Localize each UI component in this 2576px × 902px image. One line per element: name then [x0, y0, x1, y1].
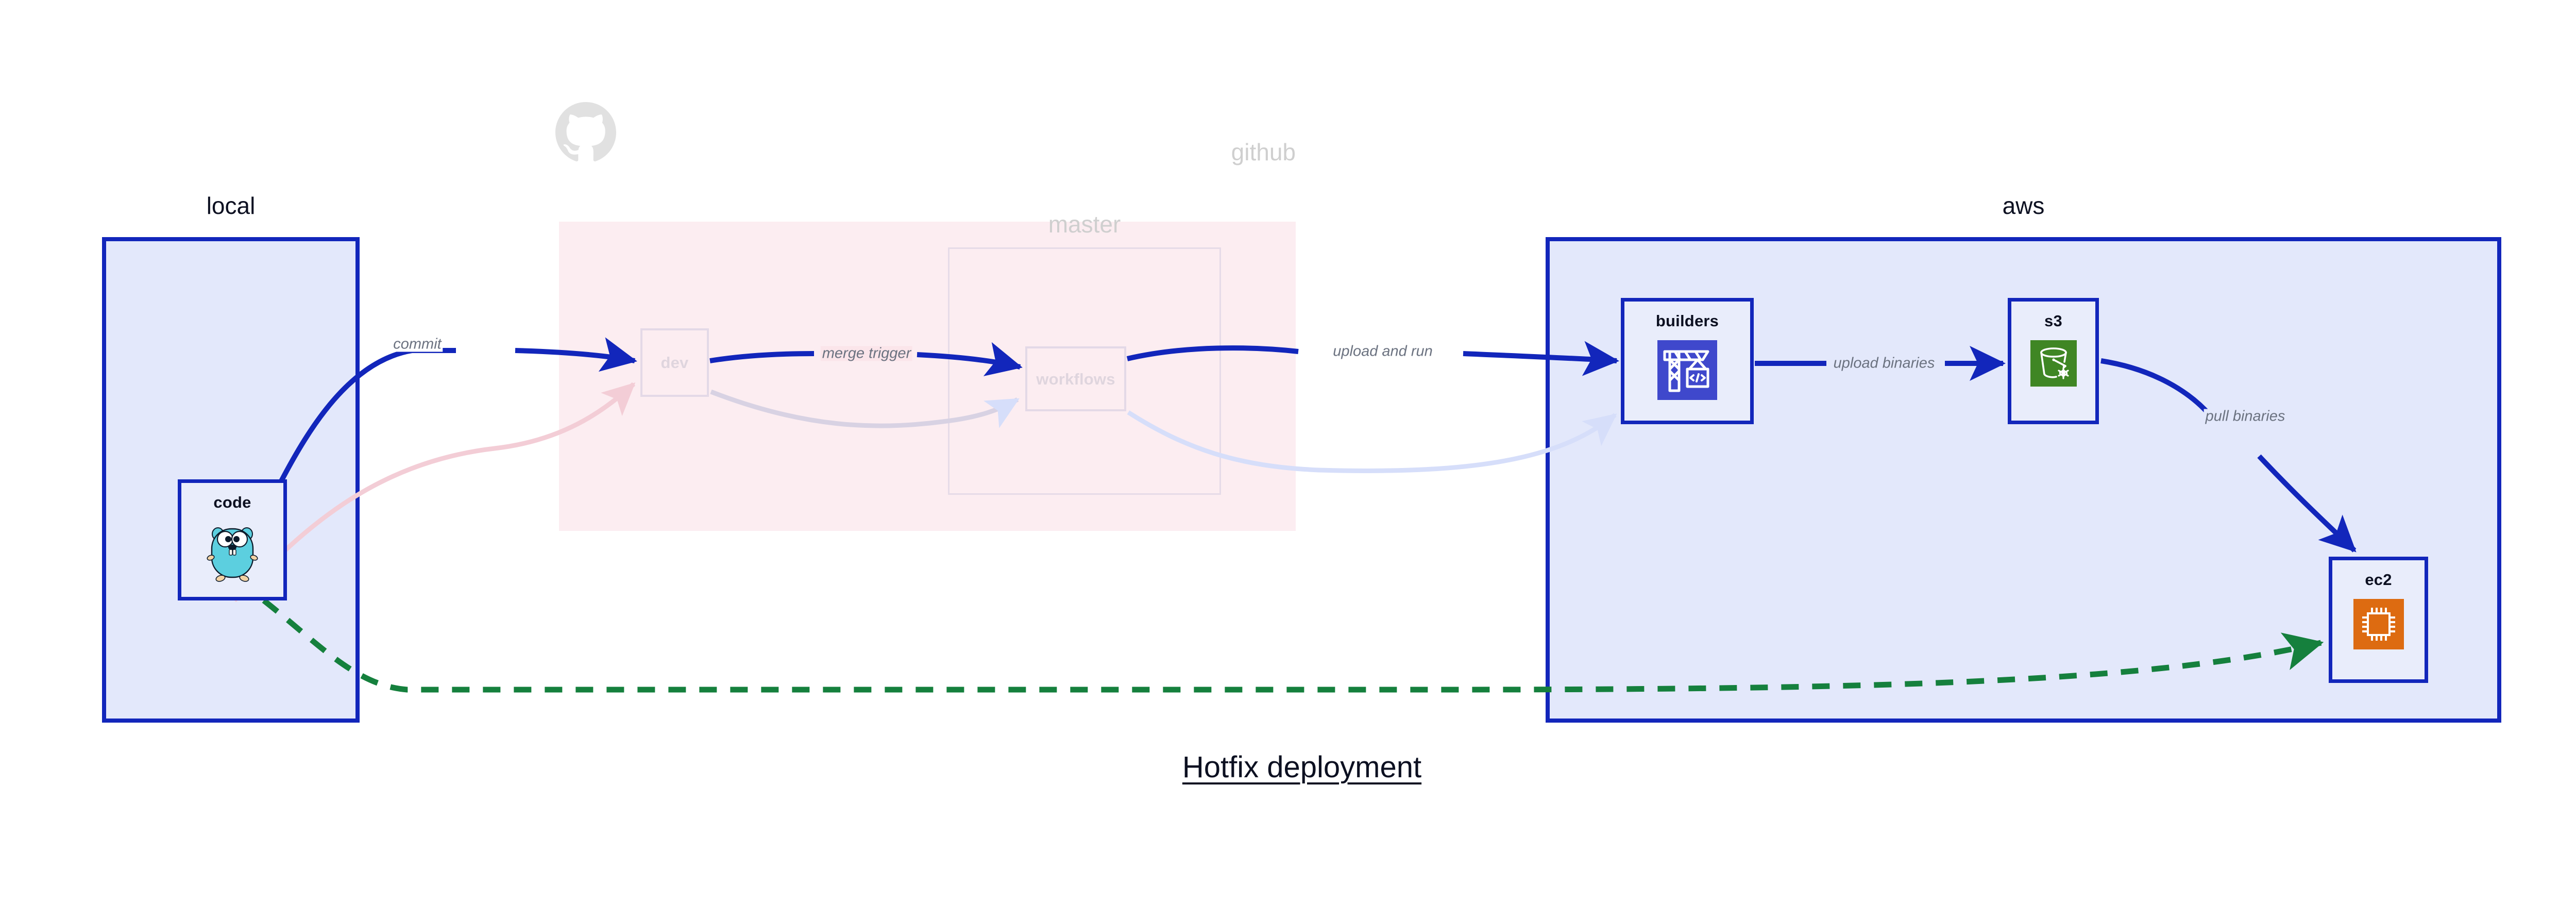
edge-label-merge-trigger: merge trigger [820, 346, 913, 361]
edge-label-upload-and-run: upload and run [1331, 344, 1434, 359]
node-builders[interactable]: builders [1621, 298, 1754, 424]
aws-s3-glacier-icon [2030, 340, 2077, 387]
node-s3[interactable]: s3 [2008, 298, 2099, 424]
node-workflows-label: workflows [1036, 370, 1115, 388]
group-github [559, 222, 1296, 531]
node-code-label: code [213, 493, 251, 511]
group-title-master: master [1048, 211, 1121, 238]
node-workflows[interactable]: workflows [1025, 346, 1126, 411]
node-ec2[interactable]: ec2 [2329, 557, 2428, 683]
github-logo-icon [555, 102, 616, 162]
group-title-github: github [1231, 139, 1296, 165]
group-title-local: local [206, 192, 256, 219]
node-dev-label: dev [660, 354, 689, 372]
node-builders-label: builders [1655, 312, 1719, 330]
diagram-title: Hotfix deployment [1182, 750, 1422, 784]
group-title-aws: aws [2002, 192, 2045, 219]
edge-label-upload-binaries: upload binaries [1832, 356, 1937, 371]
edge-label-commit: commit [392, 337, 443, 352]
aws-codebuild-icon [1657, 340, 1717, 400]
node-ec2-label: ec2 [2365, 571, 2392, 589]
node-s3-label: s3 [2044, 312, 2062, 330]
node-dev[interactable]: dev [640, 328, 709, 397]
edge-label-pull-binaries: pull binaries [2204, 409, 2287, 424]
aws-ec2-chip-icon [2353, 599, 2404, 649]
group-master [948, 247, 1221, 495]
go-gopher-icon [207, 527, 258, 582]
node-code[interactable]: code [178, 479, 287, 600]
